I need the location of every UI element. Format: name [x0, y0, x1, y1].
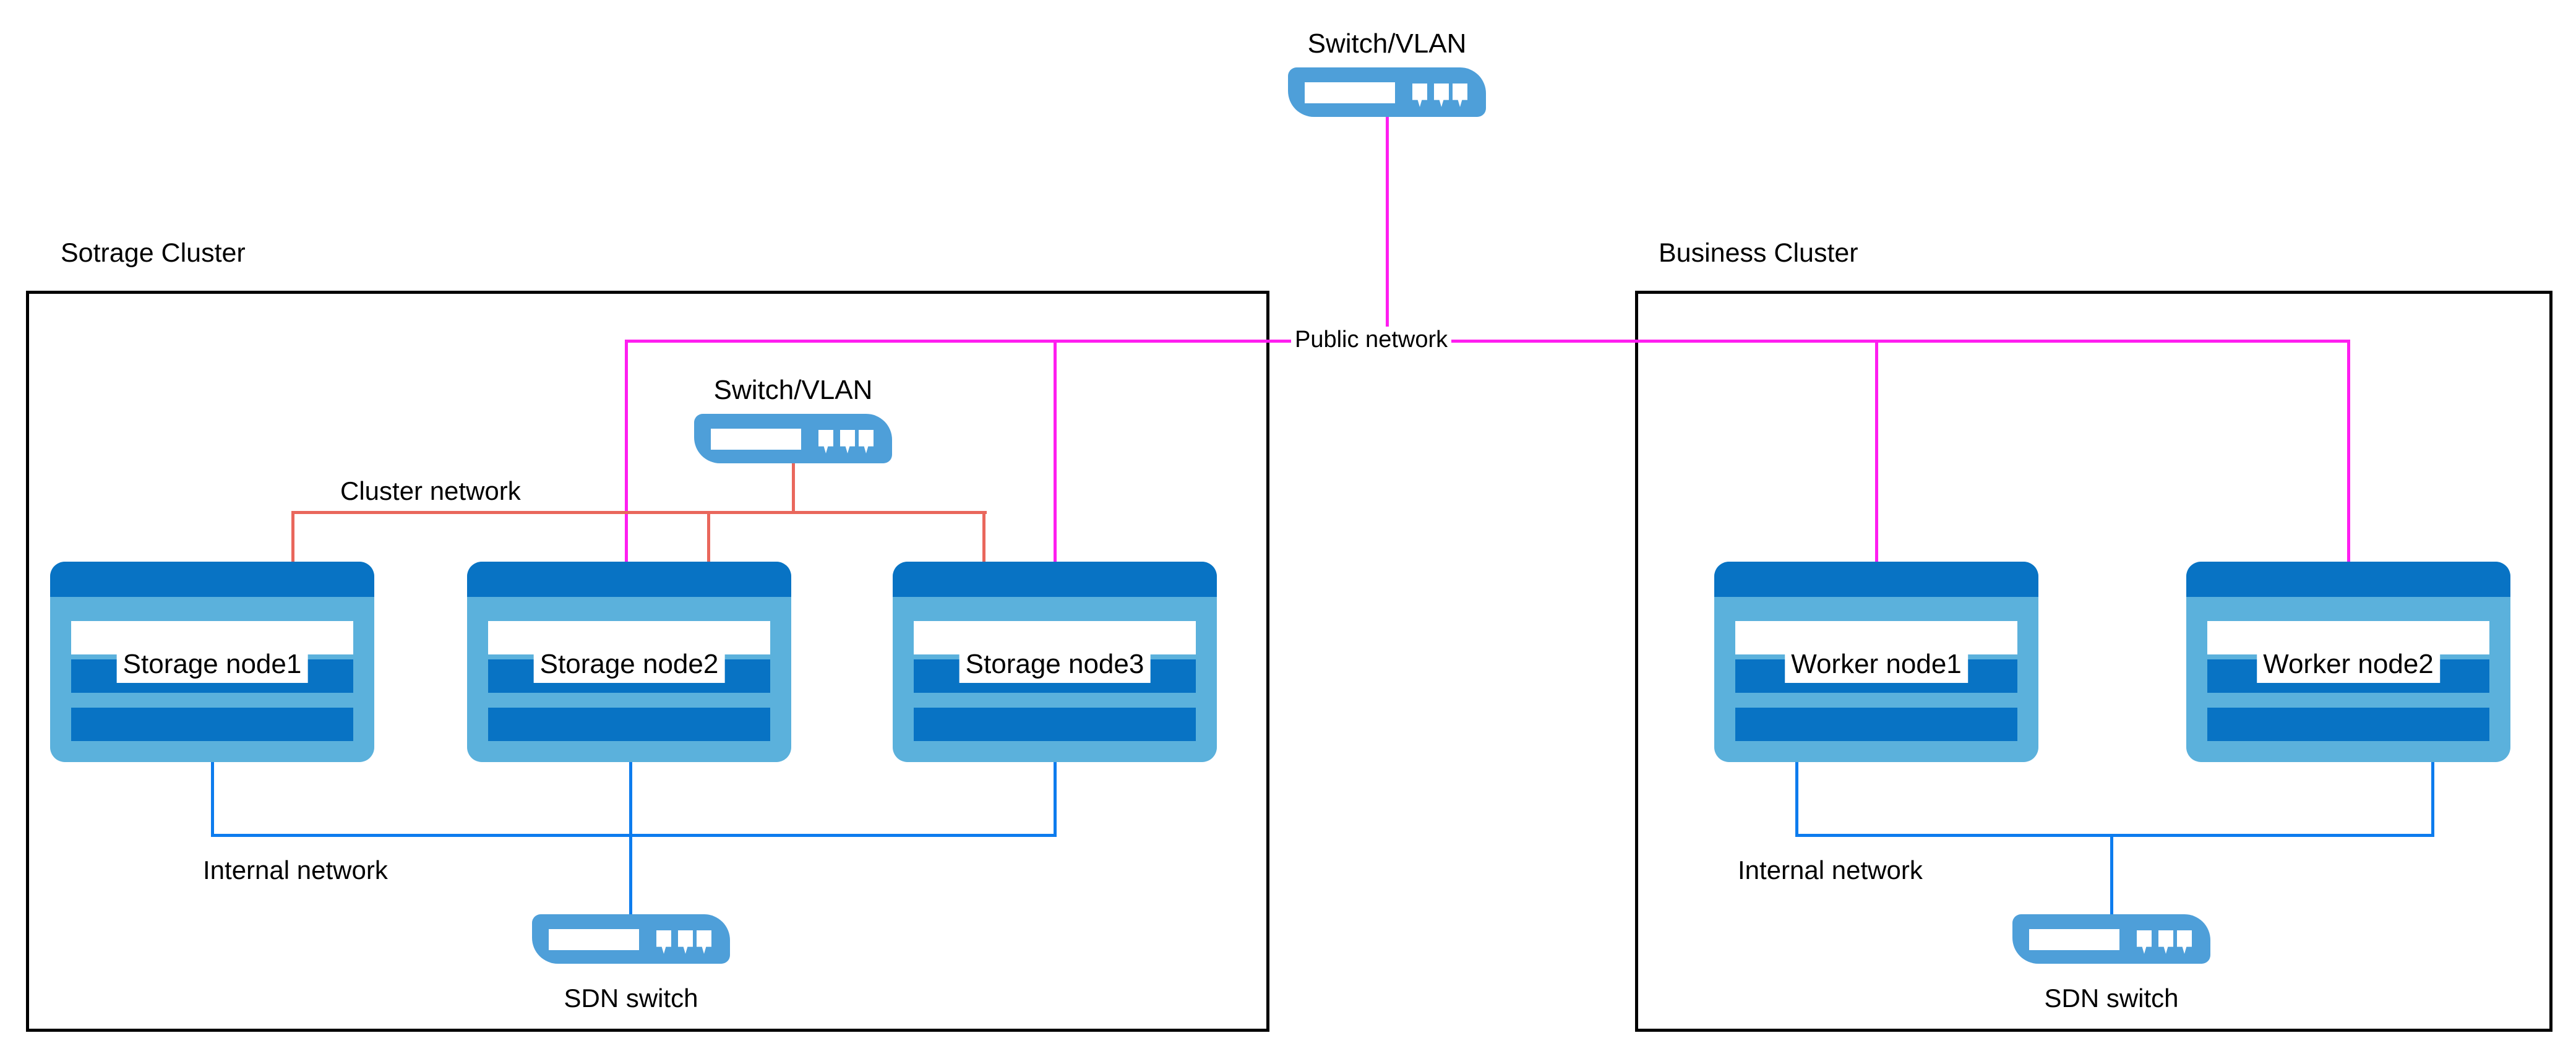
internal-network-left-node2-sdn-drop [629, 762, 632, 914]
server-header-bar [1714, 562, 2038, 597]
internal-network-left-node1-drop [211, 762, 214, 837]
switch-panel [2029, 929, 2119, 950]
cluster-network-line-node2-drop [707, 511, 710, 562]
storage-node1-label: Storage node1 [116, 646, 308, 683]
server-header-bar [50, 562, 374, 597]
switch-port-icon [656, 930, 671, 954]
storage-switch-label: Switch/VLAN [713, 375, 873, 405]
worker-node1: Worker node1 [1714, 562, 2038, 762]
switch-port-icon [697, 930, 711, 954]
internal-network-right-node2-drop [2431, 762, 2434, 837]
internal-network-right-sdn-riser [2110, 834, 2113, 914]
worker-node2-label: Worker node2 [2257, 646, 2440, 683]
switch-port-icon [1434, 84, 1449, 107]
internal-network-left-label: Internal network [203, 855, 388, 885]
server-bar [488, 708, 770, 741]
internal-network-left-main [211, 834, 1057, 837]
storage-node2-label: Storage node2 [533, 646, 725, 683]
public-network-line-top-switch-riser [1386, 117, 1389, 343]
business-cluster-title: Business Cluster [1659, 238, 1858, 268]
cluster-network-line-node1-drop [291, 511, 294, 562]
storage-switch-icon [694, 414, 892, 463]
server-bar [1735, 708, 2017, 741]
switch-port-icon [2158, 930, 2173, 954]
internal-network-left-node3-drop [1054, 762, 1057, 837]
storage-node3-label: Storage node3 [959, 646, 1151, 683]
switch-panel [711, 429, 801, 450]
server-header-bar [2186, 562, 2510, 597]
switch-port-icon [840, 430, 855, 453]
server-bar [71, 708, 353, 741]
top-switch-label: Switch/VLAN [1307, 28, 1467, 59]
cluster-network-line-main [291, 511, 987, 514]
top-switch-icon [1288, 67, 1486, 117]
public-network-line-worker-node1-drop [1875, 340, 1878, 562]
public-network-line-main [625, 340, 2350, 343]
internal-network-right-node1-drop [1795, 762, 1798, 837]
storage-cluster-title: Sotrage Cluster [61, 238, 246, 268]
storage-sdn-switch-icon [532, 914, 730, 964]
storage-node3: Storage node3 [893, 562, 1217, 762]
business-cluster-box [1635, 291, 2552, 1032]
public-network-line-storage-node3-drop [1054, 340, 1057, 562]
server-header-bar [893, 562, 1217, 597]
business-sdn-switch-icon [2012, 914, 2210, 964]
worker-node2: Worker node2 [2186, 562, 2510, 762]
switch-panel [549, 929, 639, 950]
switch-port-icon [2137, 930, 2152, 954]
switch-port-icon [1453, 84, 1467, 107]
public-network-label: Public network [1291, 327, 1452, 353]
server-bar [2207, 708, 2489, 741]
cluster-network-line-switch-riser [792, 463, 795, 513]
internal-network-right-main [1795, 834, 2434, 837]
server-bar [914, 708, 1196, 741]
cluster-network-label: Cluster network [340, 476, 521, 505]
storage-sdn-switch-label: SDN switch [564, 984, 698, 1013]
storage-node1: Storage node1 [50, 562, 374, 762]
cluster-network-line-node3-drop [982, 511, 985, 562]
storage-cluster-box [26, 291, 1269, 1032]
storage-node2: Storage node2 [467, 562, 791, 762]
switch-port-icon [818, 430, 833, 453]
switch-port-icon [1412, 84, 1427, 107]
server-header-bar [467, 562, 791, 597]
worker-node1-label: Worker node1 [1785, 646, 1968, 683]
public-network-line-storage-node2-drop [625, 340, 628, 562]
switch-panel [1305, 82, 1395, 103]
switch-port-icon [2177, 930, 2192, 954]
public-network-line-worker-node2-drop [2347, 340, 2350, 562]
switch-port-icon [859, 430, 874, 453]
business-sdn-switch-label: SDN switch [2044, 984, 2179, 1013]
internal-network-right-label: Internal network [1738, 855, 1923, 885]
switch-port-icon [678, 930, 693, 954]
